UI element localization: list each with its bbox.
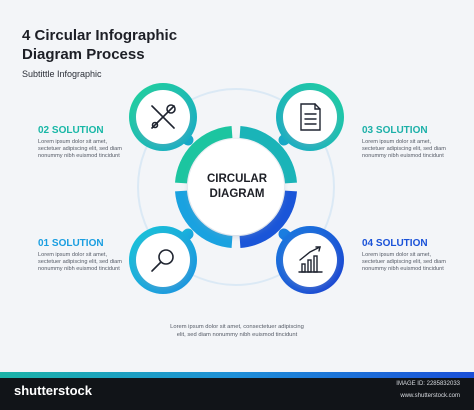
magnifier-icon xyxy=(151,249,174,272)
solution-03-heading: 03 SOLUTION xyxy=(362,125,428,136)
watermark-bar xyxy=(0,372,474,410)
footer-text: Lorem ipsum dolor sit amet, consectetuer… xyxy=(170,324,304,338)
center-ring-tr xyxy=(239,126,297,184)
tools-icon xyxy=(151,104,176,129)
background-ring xyxy=(137,88,335,286)
growth-chart-icon xyxy=(298,246,323,273)
solution-01-body: Lorem ipsum dolor sit amet, sectetuer ad… xyxy=(38,252,122,272)
solution-02-heading: 02 SOLUTION xyxy=(38,125,104,136)
gradient-strip xyxy=(0,372,474,378)
solution-04-heading: 04 SOLUTION xyxy=(362,238,428,249)
solution-03-body: Lorem ipsum dolor sit amet, sectetuer ad… xyxy=(362,139,446,159)
watermark-image-id: IMAGE ID: 2285832033 xyxy=(396,381,460,387)
center-ring-br xyxy=(239,190,297,248)
node-01-disc xyxy=(136,233,190,287)
solution-02-body: Lorem ipsum dolor sit amet, sectetuer ad… xyxy=(38,139,122,159)
watermark-site: www.shutterstock.com xyxy=(400,393,460,399)
page-title: 4 Circular Infographic Diagram Process xyxy=(22,27,178,63)
solution-01-heading: 01 SOLUTION xyxy=(38,238,104,249)
center-ring-bl xyxy=(175,190,233,248)
center-ring-tl xyxy=(175,126,233,184)
page-subtitle: Subtittle Infographic xyxy=(22,69,102,79)
document-icon xyxy=(300,103,321,131)
watermark-brand: shutterstock xyxy=(14,383,93,398)
solution-04-body: Lorem ipsum dolor sit amet, sectetuer ad… xyxy=(362,252,446,272)
center-disc xyxy=(188,139,284,235)
node-03-disc xyxy=(283,90,337,144)
center-label: CIRCULAR DIAGRAM xyxy=(206,173,268,200)
